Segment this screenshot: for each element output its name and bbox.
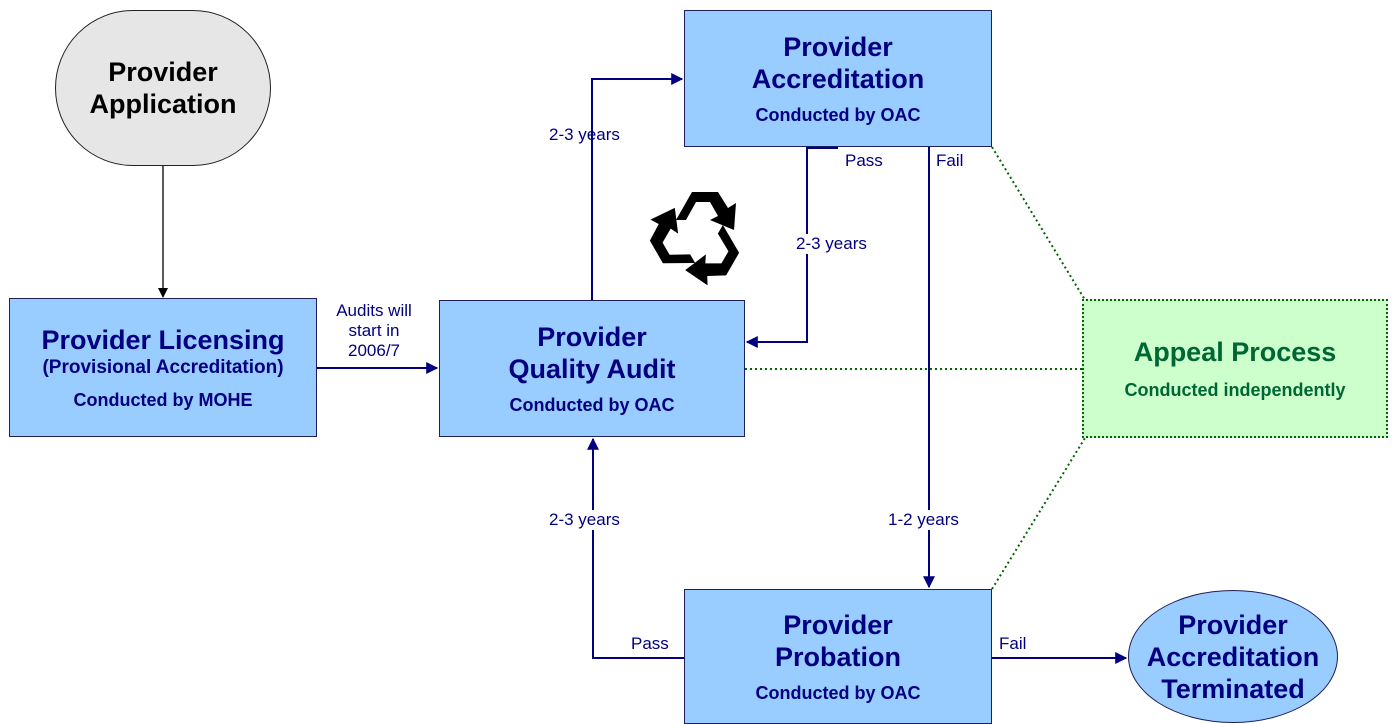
node-title: Provider Licensing bbox=[41, 324, 285, 355]
node-title: Provider Quality Audit bbox=[508, 321, 676, 384]
node-provider-probation: Provider Probation Conducted by OAC bbox=[684, 589, 992, 724]
node-appeal-process: Appeal Process Conducted independently bbox=[1082, 299, 1388, 438]
node-title: Provider Probation bbox=[775, 609, 901, 672]
edge-audit-accreditation bbox=[591, 73, 684, 300]
label-fail-to-probation: 1-2 years bbox=[888, 510, 959, 530]
node-conducted-by: Conducted by OAC bbox=[755, 682, 921, 703]
label-pass-cycle: 2-3 years bbox=[796, 234, 867, 254]
node-provider-application: Provider Application bbox=[55, 10, 271, 166]
node-provider-quality-audit: Provider Quality Audit Conducted by OAC bbox=[439, 300, 745, 437]
node-provider-accreditation: Provider Accreditation Conducted by OAC bbox=[684, 10, 992, 147]
label-audits-start: Audits will start in 2006/7 bbox=[336, 301, 412, 360]
appeal-link-probation bbox=[991, 437, 1086, 590]
recycle-icon bbox=[649, 192, 740, 286]
node-conducted-by: Conducted independently bbox=[1124, 379, 1346, 400]
node-title: Provider Application bbox=[89, 57, 237, 119]
label-audit-to-accreditation: 2-3 years bbox=[549, 125, 620, 144]
node-title: Provider Accreditation bbox=[751, 31, 925, 94]
node-subtitle: (Provisional Accreditation) bbox=[42, 356, 284, 378]
node-conducted-by: Conducted by OAC bbox=[755, 104, 921, 125]
node-conducted-by: Conducted by OAC bbox=[509, 394, 675, 415]
node-accreditation-terminated: Provider Accreditation Terminated bbox=[1128, 590, 1338, 723]
appeal-link-accreditation bbox=[991, 146, 1086, 301]
node-conducted-by: Conducted by MOHE bbox=[73, 389, 253, 410]
edge-probation-pass-audit bbox=[587, 437, 684, 659]
node-title: Provider Accreditation Terminated bbox=[1146, 609, 1320, 704]
label-probation-fail: Fail bbox=[999, 634, 1027, 653]
label-probation-pass: Pass bbox=[631, 634, 669, 653]
label-accreditation-pass: Pass bbox=[845, 151, 883, 170]
node-provider-licensing: Provider Licensing (Provisional Accredit… bbox=[9, 298, 317, 437]
node-title: Appeal Process bbox=[1133, 336, 1337, 367]
label-accreditation-fail: Fail bbox=[936, 151, 964, 170]
label-probation-to-audit: 2-3 years bbox=[549, 510, 620, 530]
